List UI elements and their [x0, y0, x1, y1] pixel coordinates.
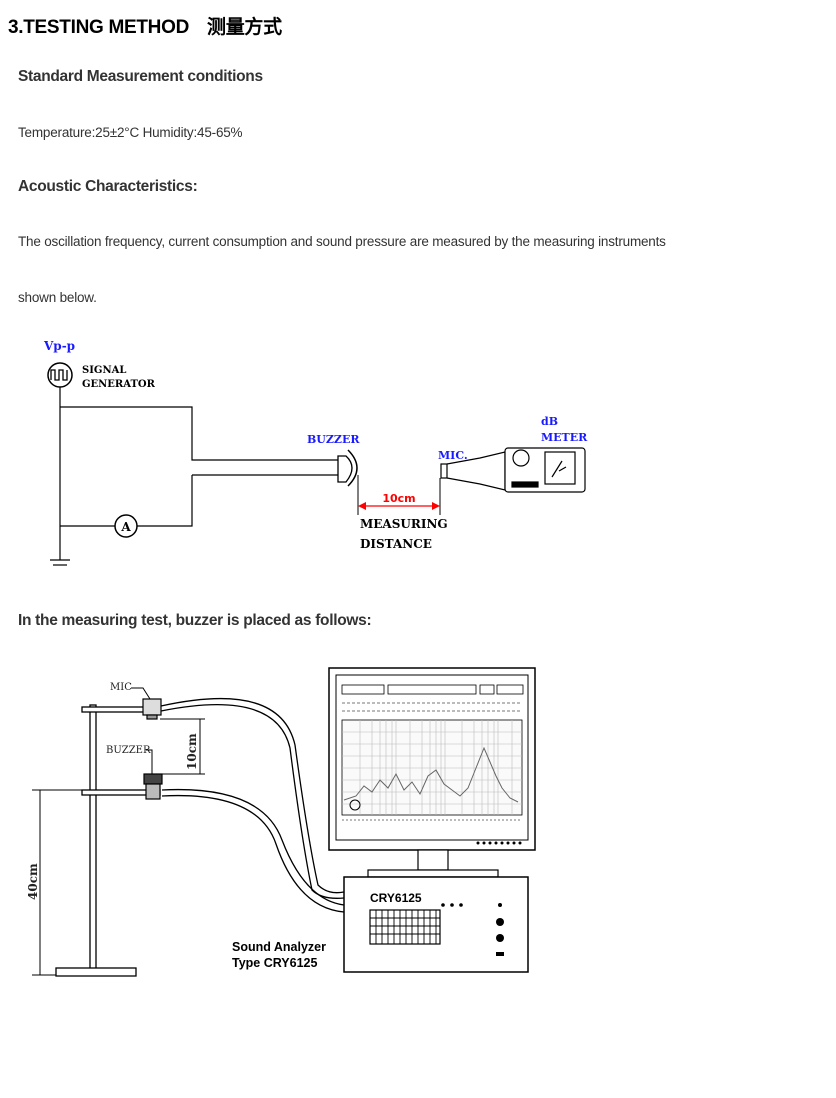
placement-setup-diagram: MIC 10cm BUZZER 40cm	[26, 667, 536, 977]
buzzer-leader-line	[146, 749, 153, 775]
ammeter-icon	[114, 514, 138, 538]
standard-heading: Standard Measurement conditions	[18, 68, 263, 85]
buzzer-stand-label: BUZZER	[106, 745, 151, 756]
distance-markers	[357, 475, 441, 515]
cables	[160, 697, 345, 913]
gap-dimension	[160, 718, 205, 775]
acoustic-text-line1: The oscillation frequency, current consu…	[18, 234, 666, 249]
analyzer-label-line2: Type CRY6125	[232, 956, 318, 970]
buzzer-device-icon	[143, 773, 163, 800]
buzzer-label: BUZZER	[307, 433, 360, 446]
ground-icon	[50, 559, 70, 566]
distance-label: DISTANCE	[360, 537, 432, 551]
signal-label: SIGNAL	[82, 365, 126, 376]
meter-label: METER	[541, 431, 588, 444]
standard-text: Temperature:25±2°C Humidity:45-65%	[18, 125, 243, 140]
generator-label: GENERATOR	[82, 379, 156, 390]
measuring-circuit-diagram: Vp-p SIGNAL GENERATOR A BUZZER 10cm MEAS…	[43, 339, 588, 566]
device-model: CRY6125	[370, 891, 422, 905]
db-meter-icon	[440, 447, 586, 493]
mic-leader-line	[131, 687, 151, 700]
title-en: 3.TESTING METHOD	[8, 17, 189, 38]
circuit-wires	[59, 387, 338, 560]
keyboard-icon	[369, 909, 441, 945]
signal-generator-icon	[47, 362, 73, 388]
vpp-label: Vp-p	[43, 339, 75, 353]
mic-icon	[142, 698, 162, 720]
measuring-label: MEASURING	[360, 517, 448, 531]
acoustic-text-line2: shown below.	[18, 290, 97, 305]
ammeter-label: A	[120, 520, 131, 534]
acoustic-heading: Acoustic Characteristics:	[18, 178, 198, 195]
placement-heading: In the measuring test, buzzer is placed …	[18, 612, 372, 629]
buzzer-icon	[337, 449, 358, 487]
height-dimension	[32, 789, 90, 976]
distance-arrow	[358, 502, 440, 510]
db-label: dB	[541, 415, 558, 428]
page-title: 3.TESTING METHOD 测量方式	[8, 12, 282, 39]
sound-analyzer	[343, 876, 529, 973]
gap-value: 10cm	[185, 733, 199, 770]
distance-value: 10cm	[382, 492, 415, 505]
mic-label: MIC.	[438, 449, 468, 462]
monitor	[328, 667, 536, 878]
title-cn: 测量方式	[207, 16, 282, 38]
mic-stand-label: MIC	[110, 682, 132, 693]
height-value: 40cm	[26, 863, 40, 900]
analyzer-label-line1: Sound Analyzer	[232, 940, 326, 954]
